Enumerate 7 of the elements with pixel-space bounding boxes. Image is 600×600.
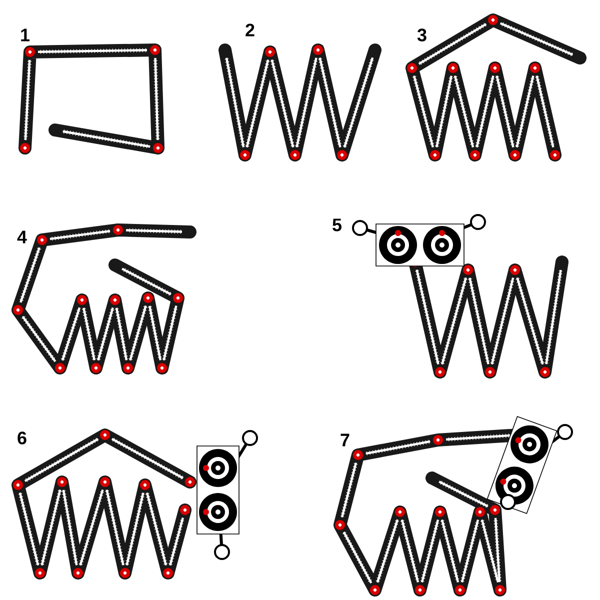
figure-number: 2 <box>246 24 254 36</box>
figure-number: 6 <box>18 432 26 444</box>
figure-number: 5 <box>332 218 342 232</box>
figure-number: 1 <box>21 28 30 42</box>
figure-number: 7 <box>340 434 350 446</box>
figure-number: 3 <box>417 28 426 42</box>
figure-number: 4 <box>17 230 27 244</box>
